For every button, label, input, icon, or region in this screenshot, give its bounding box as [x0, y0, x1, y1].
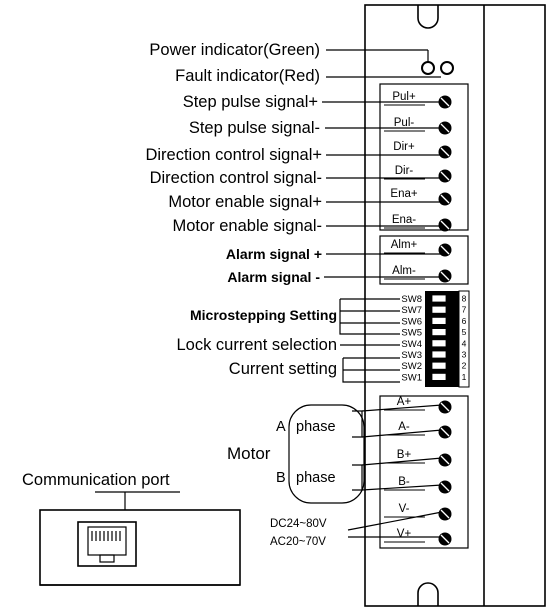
dip-label-sw8: SW8	[401, 294, 422, 305]
leader-lines	[322, 49, 442, 383]
dip-toggle-sw8[interactable]	[431, 294, 447, 303]
dip-label-sw5: SW5	[401, 328, 422, 339]
dip-toggle-sw3[interactable]	[431, 350, 447, 359]
terminal-alarm-minus-label: Alm-	[392, 265, 416, 277]
terminal-dirplus-screw-icon	[438, 145, 452, 159]
terminal-b-plus-label: B+	[397, 449, 412, 461]
motor-phase-group	[288, 404, 443, 538]
terminal-enaplus-screw-icon	[438, 192, 452, 206]
direction-minus-label: Direction control signal-	[150, 169, 322, 187]
signal-terminal-block	[379, 83, 469, 231]
fault-indicator-label: Fault indicator(Red)	[175, 67, 320, 85]
lock-current-label: Lock current selection	[177, 336, 338, 354]
terminal-dir-screw-icon	[438, 169, 452, 183]
pulse-plus-label: Step pulse signal+	[183, 93, 318, 111]
dip-label-sw4: SW4	[401, 339, 422, 350]
dip-number-5: 5	[462, 327, 467, 337]
enable-plus-label: Motor enable signal+	[168, 193, 322, 211]
dip-toggle-sw2[interactable]	[431, 361, 447, 370]
power-terminal-block	[379, 395, 469, 549]
dip-toggle-sw7[interactable]	[431, 305, 447, 314]
enable-minus-label: Motor enable signal-	[173, 217, 323, 235]
voltage-ac-label: AC20~70V	[270, 536, 326, 548]
terminal-alarm-minus-screw-icon	[438, 269, 452, 283]
top-mount-slot	[417, 5, 439, 29]
dip-toggle-sw1[interactable]	[431, 372, 447, 381]
direction-plus-label: Direction control signal+	[145, 146, 322, 164]
dip-label-sw2: SW2	[401, 361, 422, 372]
fault-led-icon	[440, 61, 454, 75]
dip-number-3: 3	[462, 350, 467, 360]
terminal-v-minus-screw-icon	[438, 507, 452, 521]
dip-number-6: 6	[462, 316, 467, 326]
communication-port-module	[39, 491, 241, 586]
terminal-a-minus-screw-icon	[438, 425, 452, 439]
power-led-icon	[421, 61, 435, 75]
power-indicator-label: Power indicator(Green)	[149, 41, 320, 59]
terminal-enaplus-label: Ena+	[390, 188, 417, 200]
phase-a-label: phase	[296, 419, 336, 435]
current-setting-label: Current setting	[229, 360, 337, 378]
terminal-ena-screw-icon	[438, 218, 452, 232]
power-terminals: A+ A- B+ B- V- V+	[384, 396, 452, 546]
dip-label-sw1: SW1	[401, 372, 422, 383]
terminal-v-plus-screw-icon	[438, 532, 452, 546]
motor-outline	[288, 404, 365, 504]
dip-number-7: 7	[462, 305, 467, 315]
terminal-pul-label: Pul-	[394, 117, 415, 129]
driver-body	[364, 4, 546, 607]
bottom-mount-slot	[417, 582, 439, 606]
dip-number-8: 8	[462, 294, 467, 304]
communication-port-label: Communication port	[22, 471, 170, 489]
signal-terminals: Pul+ Pul- Dir+ Dir- Ena+ Ena-	[384, 91, 452, 232]
dip-label-sw6: SW6	[401, 316, 422, 327]
voltage-dc-label: DC24~80V	[270, 518, 327, 530]
phase-b-letter: B	[276, 470, 286, 486]
microstepping-label: Microstepping Setting	[190, 307, 337, 323]
terminal-v-minus-label: V-	[399, 503, 410, 515]
dip-toggle-sw4[interactable]	[431, 339, 447, 348]
terminal-alarm-plus-screw-icon	[438, 243, 452, 257]
dip-switch-housing	[425, 291, 459, 387]
alarm-terminals: Alm+ Alm-	[384, 239, 452, 283]
terminal-b-minus-screw-icon	[438, 480, 452, 494]
terminal-b-plus-screw-icon	[438, 453, 452, 467]
rj45-port-icon	[77, 521, 137, 567]
dip-number-1: 1	[462, 372, 467, 382]
alarm-minus-label: Alarm signal -	[227, 269, 320, 285]
dip-toggle-sw5[interactable]	[431, 328, 447, 337]
dip-toggle-sw6[interactable]	[431, 316, 447, 325]
pulse-minus-label: Step pulse signal-	[189, 119, 320, 137]
dip-label-sw3: SW3	[401, 350, 422, 361]
alarm-terminal-block	[379, 235, 469, 285]
dip-number-4: 4	[462, 338, 467, 348]
dip-label-sw7: SW7	[401, 305, 422, 316]
terminal-v-plus-label: V+	[397, 528, 412, 540]
dip-number-2: 2	[462, 361, 467, 371]
alarm-plus-label: Alarm signal +	[226, 246, 322, 262]
terminal-b-minus-label: B-	[398, 476, 410, 488]
terminal-a-plus-label: A+	[397, 396, 412, 408]
terminal-pulplus-label: Pul+	[392, 91, 416, 103]
terminal-a-minus-label: A-	[398, 421, 410, 433]
terminal-pul-screw-icon	[438, 121, 452, 135]
terminal-alarm-plus-label: Alm+	[391, 239, 418, 251]
phase-b-label: phase	[296, 470, 336, 486]
terminal-dirplus-label: Dir+	[393, 141, 415, 153]
terminal-pulplus-screw-icon	[438, 95, 452, 109]
terminal-ena-label: Ena-	[392, 214, 416, 226]
terminal-a-plus-screw-icon	[438, 400, 452, 414]
terminal-dir-label: Dir-	[395, 165, 414, 177]
phase-a-letter: A	[276, 419, 286, 435]
motor-label: Motor	[227, 444, 271, 463]
